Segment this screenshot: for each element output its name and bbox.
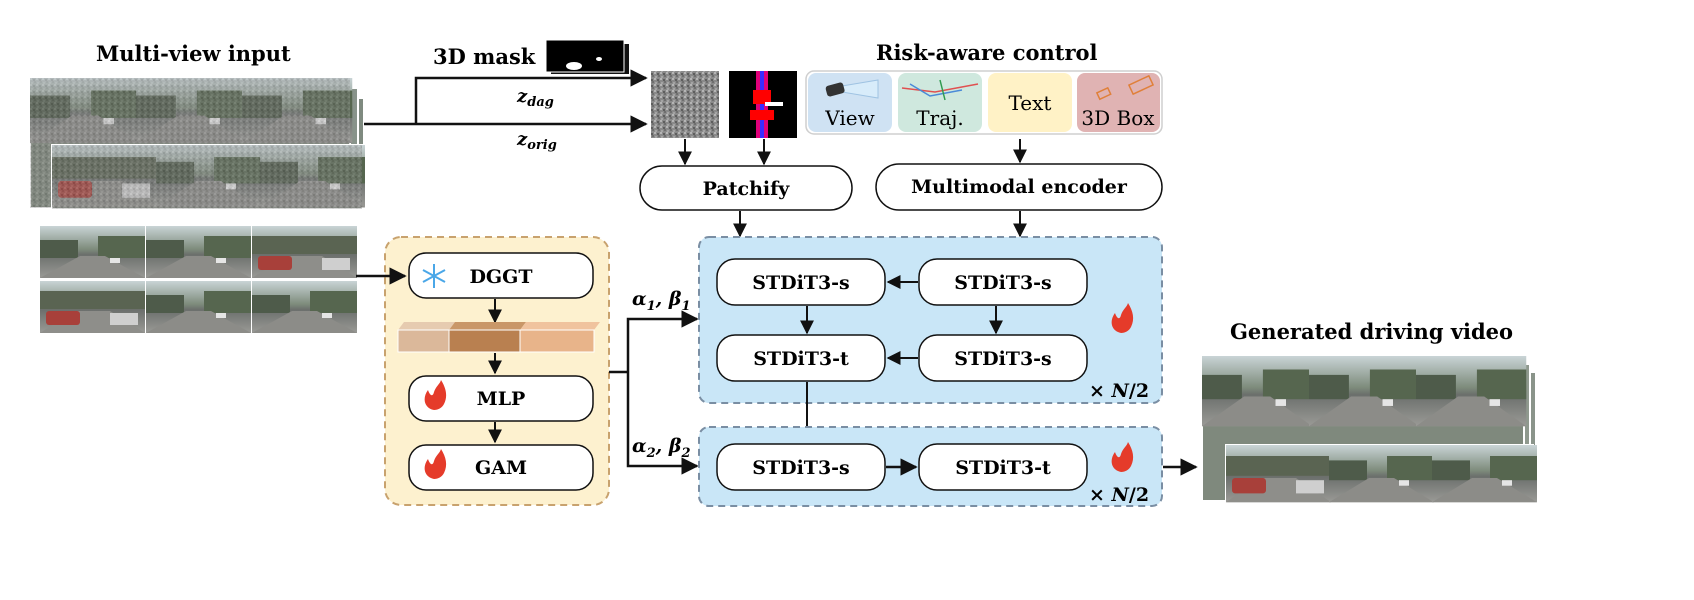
mask-thumbnail [545, 39, 629, 74]
stdit3-t-block[interactable]: STDiT3-t [716, 334, 886, 382]
svg-text:STDiT3-s: STDiT3-s [752, 457, 850, 479]
multiview-input-stack [29, 77, 365, 210]
mlp-block[interactable]: MLP [408, 375, 594, 422]
stdit-upper-panel: STDiT3-s STDiT3-s STDiT3-t STDiT3-s × N/… [698, 236, 1163, 404]
feature-cubes [397, 322, 600, 353]
svg-text:DGGT: DGGT [469, 266, 532, 288]
svg-text:STDiT3-s: STDiT3-s [752, 272, 850, 294]
control-view[interactable]: View [808, 73, 892, 132]
generated-video-title: Generated driving video [1230, 319, 1513, 344]
stdit-lower-panel: STDiT3-s STDiT3-t × N/2 [698, 426, 1163, 507]
mask-title: 3D mask [433, 44, 536, 69]
generated-video-stack [1201, 355, 1537, 504]
box-3d-icon [1095, 74, 1155, 101]
dggt-block[interactable]: DGGT [408, 252, 594, 299]
stdit3-t-block[interactable]: STDiT3-t [918, 443, 1088, 491]
svg-text:Traj.: Traj. [916, 106, 963, 130]
flame-icon [1111, 442, 1134, 472]
svg-text:STDiT3-s: STDiT3-s [954, 272, 1052, 294]
svg-text:STDiT3-t: STDiT3-t [753, 348, 849, 370]
repeat-label: × N/2 [1089, 380, 1149, 402]
svg-text:3D Box: 3D Box [1081, 106, 1155, 130]
flame-icon [424, 380, 447, 410]
alpha2-beta2-label: α2, β2 [632, 435, 691, 461]
svg-text:STDiT3-s: STDiT3-s [954, 348, 1052, 370]
control-traj[interactable]: Traj. [898, 73, 982, 132]
flame-icon [1111, 303, 1134, 333]
svg-text:GAM: GAM [475, 457, 527, 479]
stdit3-s-block[interactable]: STDiT3-s [918, 258, 1088, 306]
control-text[interactable]: Text [988, 73, 1072, 132]
svg-text:Patchify: Patchify [703, 178, 791, 200]
svg-text:Text: Text [1009, 91, 1052, 115]
camera-icon [825, 79, 879, 99]
snowflake-icon [422, 264, 446, 288]
latent-arrows [364, 69, 648, 133]
z-dag-label: zdag [516, 86, 554, 110]
risk-control-title: Risk-aware control [876, 40, 1098, 65]
svg-text:Multimodal encoder: Multimodal encoder [911, 176, 1128, 198]
multiview-input-title: Multi-view input [96, 41, 291, 66]
svg-text:View: View [824, 106, 874, 130]
repeat-label: × N/2 [1089, 484, 1149, 506]
z-orig-label: zorig [516, 129, 557, 153]
svg-text:STDiT3-t: STDiT3-t [955, 457, 1051, 479]
control-3d-box[interactable]: 3D Box [1077, 73, 1160, 132]
clean-multiview-grid [40, 226, 357, 333]
stdit3-s-block[interactable]: STDiT3-s [716, 443, 886, 491]
svg-text:MLP: MLP [477, 388, 526, 410]
flame-icon [424, 449, 447, 479]
bev-map-image [729, 71, 797, 138]
risk-control-panel: View Traj. Text 3D Box [805, 70, 1163, 135]
multimodal-encoder-block[interactable]: Multimodal encoder [875, 163, 1163, 211]
stdit3-s-block[interactable]: STDiT3-s [918, 334, 1088, 382]
gam-block[interactable]: GAM [408, 444, 594, 491]
dggt-panel: DGGT MLP GAM [356, 236, 610, 506]
trajectory-icon [901, 79, 979, 101]
alpha1-beta1-label: α1, β1 [632, 288, 691, 314]
noise-latent-image [651, 71, 719, 138]
stdit3-s-block[interactable]: STDiT3-s [716, 258, 886, 306]
patchify-block[interactable]: Patchify [639, 165, 853, 211]
